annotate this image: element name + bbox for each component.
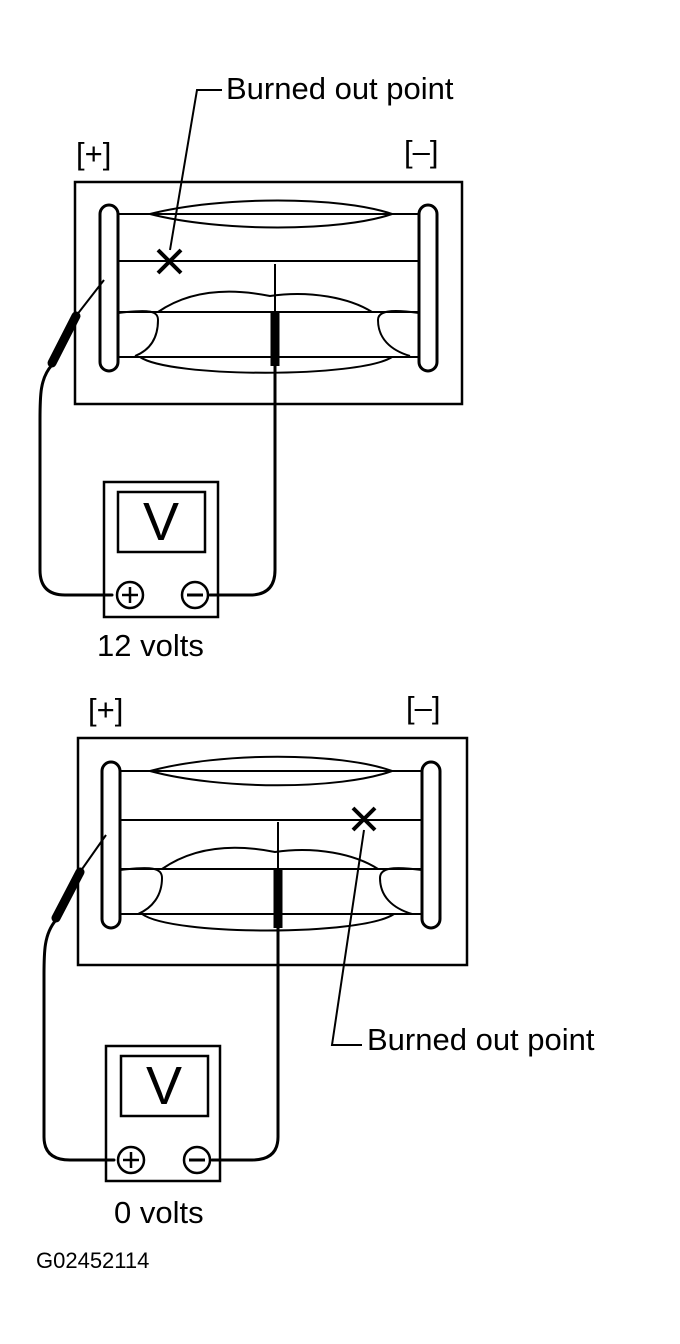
bottom-glass-panel bbox=[76, 736, 469, 967]
bottom-callout-label: Burned out point bbox=[367, 1022, 595, 1057]
top-glass-panel bbox=[73, 180, 464, 406]
bottom-heater-grid bbox=[119, 755, 423, 932]
bottom-plus-terminal-icon bbox=[116, 1145, 146, 1175]
top-negative-lead-wire bbox=[208, 364, 277, 597]
top-plus-label: [+] bbox=[76, 136, 111, 171]
top-positive-lead-wire bbox=[38, 363, 114, 597]
bottom-plus-label: [+] bbox=[88, 692, 123, 727]
bottom-meter-display bbox=[119, 1054, 210, 1118]
top-voltmeter: V bbox=[102, 480, 220, 619]
figure-code: G02452114 bbox=[36, 1248, 149, 1273]
bottom-positive-probe bbox=[51, 834, 107, 923]
bottom-plus-bus-bar bbox=[100, 760, 122, 930]
bottom-diagram: [+] [–] Burned out point bbox=[42, 690, 595, 1230]
top-minus-terminal-icon bbox=[180, 580, 210, 610]
bottom-minus-label: [–] bbox=[406, 690, 440, 725]
top-minus-label: [–] bbox=[404, 134, 438, 169]
top-callout-label: Burned out point bbox=[226, 71, 454, 106]
bottom-negative-lead-wire bbox=[210, 926, 280, 1162]
bottom-callout-leader bbox=[330, 829, 365, 1046]
top-meter-display bbox=[116, 490, 207, 554]
top-callout-leader bbox=[169, 89, 222, 251]
top-voltage-reading: 12 volts bbox=[97, 628, 204, 663]
top-meter-letter: V bbox=[143, 492, 179, 552]
top-burned-out-mark bbox=[156, 248, 183, 275]
top-positive-probe bbox=[47, 279, 105, 368]
bottom-burned-out-mark bbox=[351, 806, 377, 832]
bottom-meter-letter: V bbox=[146, 1056, 182, 1116]
top-plus-bus-bar bbox=[98, 203, 120, 373]
top-diagram: [+] [–] Burned out point bbox=[38, 71, 464, 663]
bottom-minus-terminal-icon bbox=[182, 1145, 212, 1175]
top-plus-terminal-icon bbox=[115, 580, 145, 610]
top-minus-bus-bar bbox=[417, 203, 439, 373]
bottom-voltage-reading: 0 volts bbox=[114, 1195, 204, 1230]
bottom-voltmeter: V bbox=[104, 1044, 222, 1183]
bottom-positive-lead-wire bbox=[42, 918, 116, 1162]
bottom-minus-bus-bar bbox=[420, 760, 442, 930]
top-heater-grid bbox=[117, 199, 420, 374]
